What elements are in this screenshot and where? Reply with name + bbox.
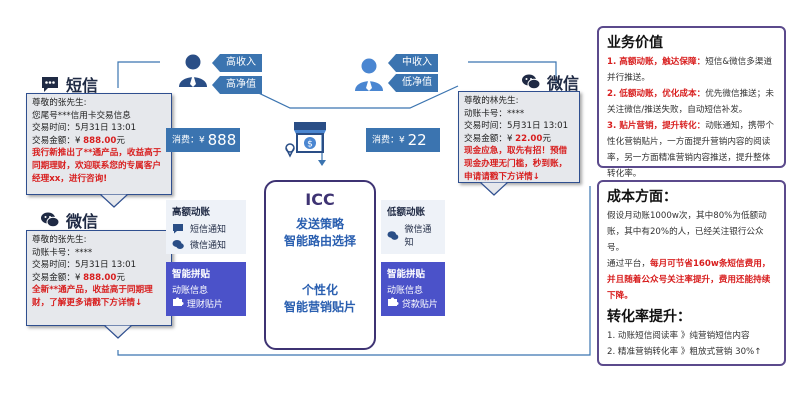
- store-icon: $: [285, 122, 326, 158]
- icc-smart-patch: 智能营销贴片: [283, 300, 356, 314]
- tag-high-income: 高收入: [212, 54, 262, 72]
- icc-routing: 智能路由选择: [283, 234, 356, 248]
- wechat-channel-title-right: 微信: [521, 70, 579, 94]
- sms-channel-title: 短信: [40, 72, 98, 96]
- cost-panel: 成本方面： 假设月动账1000w次，其中80%为低额动账，其中有20%的人，已经…: [597, 180, 786, 366]
- cost-title: 成本方面：: [607, 189, 677, 205]
- card-pointer: [104, 325, 133, 339]
- user-icon-right: [355, 58, 383, 91]
- icc-personal: 个性化: [301, 283, 338, 297]
- puzzle-icon: [173, 297, 184, 306]
- message-icon: [173, 224, 183, 234]
- puzzle-icon: [388, 297, 399, 306]
- feature-low-amount: 低额动账 微信通知: [381, 200, 445, 254]
- wechat-title-text-right: 微信: [547, 74, 580, 93]
- wechat-icon: [41, 212, 60, 228]
- sms-message-card: 尊敬的张先生: 您尾号***信用卡交易信息 交易时间：5月31日 13:01 交…: [26, 93, 172, 195]
- icc-title: ICC: [305, 190, 335, 209]
- feature-smart-patch-left: 智能拼贴 动账信息 理财贴片: [166, 262, 246, 316]
- tag-mid-income: 中收入: [388, 54, 438, 72]
- icc-strategy: 发送策略: [295, 217, 344, 231]
- svg-text:$: $: [307, 140, 313, 150]
- wechat-message-card-right: 尊敬的林先生: 动账卡号：**** 交易时间：5月31日 13:01 交易金额：…: [458, 91, 580, 183]
- business-value-panel: 业务价值 1. 高额动账，触达保障：短信&微信多渠道并行推送。 2. 低额动账，…: [597, 26, 786, 179]
- wechat-channel-title-left: 微信: [40, 208, 98, 232]
- wechat-icon: [387, 230, 399, 240]
- chat-bubble-icon: [42, 77, 58, 92]
- sms-title-text: 短信: [66, 76, 99, 95]
- card-pointer: [480, 182, 509, 196]
- icc-box: ICC 发送策略 智能路由选择 个性化 智能营销贴片: [264, 180, 376, 350]
- feature-high-amount: 高额动账 短信通知 微信通知: [166, 200, 246, 254]
- wechat-message-card-left: 尊敬的张先生: 动账卡号：**** 交易时间：5月31日 13:01 交易金额：…: [26, 230, 172, 326]
- wechat-icon: [522, 74, 541, 90]
- tag-low-net-worth: 低净值: [388, 74, 438, 92]
- business-value-title: 业务价值: [607, 35, 663, 51]
- conversion-title: 转化率提升：: [607, 309, 691, 325]
- card-pointer: [100, 194, 129, 208]
- spend-badge-right: 消费：¥ 22: [366, 128, 440, 152]
- user-icon-left: [179, 54, 207, 87]
- wechat-icon: [172, 240, 184, 249]
- wechat-title-text-left: 微信: [66, 212, 99, 231]
- feature-smart-patch-right: 智能拼贴 动账信息 贷款贴片: [381, 262, 445, 316]
- spend-badge-left: 消费：¥ 888: [166, 128, 240, 152]
- tag-high-net-worth: 高净值: [212, 76, 262, 94]
